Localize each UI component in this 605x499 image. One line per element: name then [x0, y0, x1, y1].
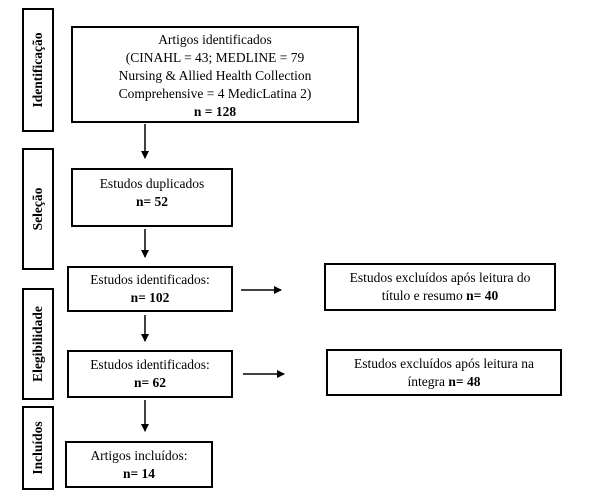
identified2-count: n= 102 — [130, 290, 170, 305]
identified-line-2: (CINAHL = 43; MEDLINE = 79 — [125, 50, 305, 65]
excluded1-line-2: título e resumo n= 40 — [326, 287, 554, 305]
box-estudos-identificados-3: Estudos identificados: n= 62 — [67, 350, 233, 398]
excluded2-line-2-text: íntegra — [407, 374, 446, 389]
box-artigos-identificados: Artigos identificados (CINAHL = 43; MEDL… — [71, 26, 359, 123]
box-excluidos-titulo-resumo: Estudos excluídos após leitura do título… — [324, 263, 556, 311]
excluded2-line-1: Estudos excluídos após leitura na — [354, 356, 534, 371]
phase-selecao: Seleção — [22, 148, 54, 270]
excluded1-line-1: Estudos excluídos após leitura do — [349, 270, 531, 285]
excluded2-line-2: íntegra n= 48 — [328, 373, 560, 391]
included-label: Artigos incluídos: — [90, 448, 188, 463]
duplicates-label: Estudos duplicados — [99, 176, 205, 191]
identified-count: n = 128 — [193, 104, 237, 119]
phase-elegibilidade: Elegibilidade — [22, 288, 54, 400]
box-artigos-incluidos: Artigos incluídos: n= 14 — [65, 441, 213, 488]
box-estudos-duplicados: Estudos duplicados n= 52 — [71, 168, 233, 227]
identified3-label: Estudos identificados: — [90, 357, 210, 372]
duplicates-count: n= 52 — [135, 194, 169, 209]
phase-incluidos: Incluídos — [22, 406, 54, 490]
identified-line-4: Comprehensive = 4 MedicLatina 2) — [118, 86, 312, 101]
phase-identificacao: Identificação — [22, 8, 54, 132]
identified2-label: Estudos identificados: — [90, 272, 210, 287]
excluded2-count: n= 48 — [448, 374, 481, 389]
excluded1-count: n= 40 — [466, 288, 499, 303]
excluded1-line-2-text: título e resumo — [381, 288, 463, 303]
box-estudos-identificados-2: Estudos identificados: n= 102 — [67, 266, 233, 312]
included-count: n= 14 — [122, 466, 156, 481]
identified-line-1: Artigos identificados — [158, 32, 272, 47]
box-excluidos-integra: Estudos excluídos após leitura na íntegr… — [326, 349, 562, 396]
identified3-count: n= 62 — [133, 375, 167, 390]
identified-line-3: Nursing & Allied Health Collection — [118, 68, 312, 83]
